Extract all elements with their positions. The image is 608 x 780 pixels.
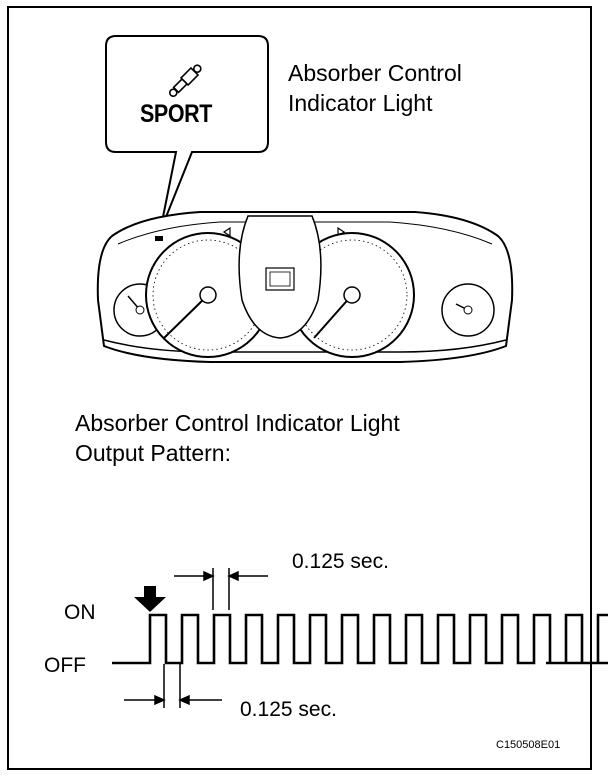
figure-code: C150508E01 — [496, 739, 561, 751]
start-arrow — [134, 586, 166, 612]
off-duration-label: 0.125 sec. — [240, 698, 337, 721]
on-duration-label: 0.125 sec. — [292, 550, 389, 573]
figure-frame — [7, 6, 592, 770]
off-duration-dimension — [124, 664, 222, 708]
off-level-label: OFF — [44, 654, 86, 677]
pattern-title: Absorber Control Indicator Light Output … — [75, 410, 400, 466]
indicator-light-label: Absorber Control Indicator Light — [288, 60, 462, 116]
sport-indicator-lamp — [155, 236, 163, 241]
shock-absorber-icon — [168, 64, 202, 98]
sport-badge-text: SPORT — [140, 100, 212, 128]
pulse-waveform — [112, 613, 608, 665]
on-duration-dimension — [174, 568, 268, 610]
callout-bubble — [105, 35, 269, 233]
cluster-bezel — [103, 339, 507, 353]
on-level-label: ON — [64, 601, 96, 624]
